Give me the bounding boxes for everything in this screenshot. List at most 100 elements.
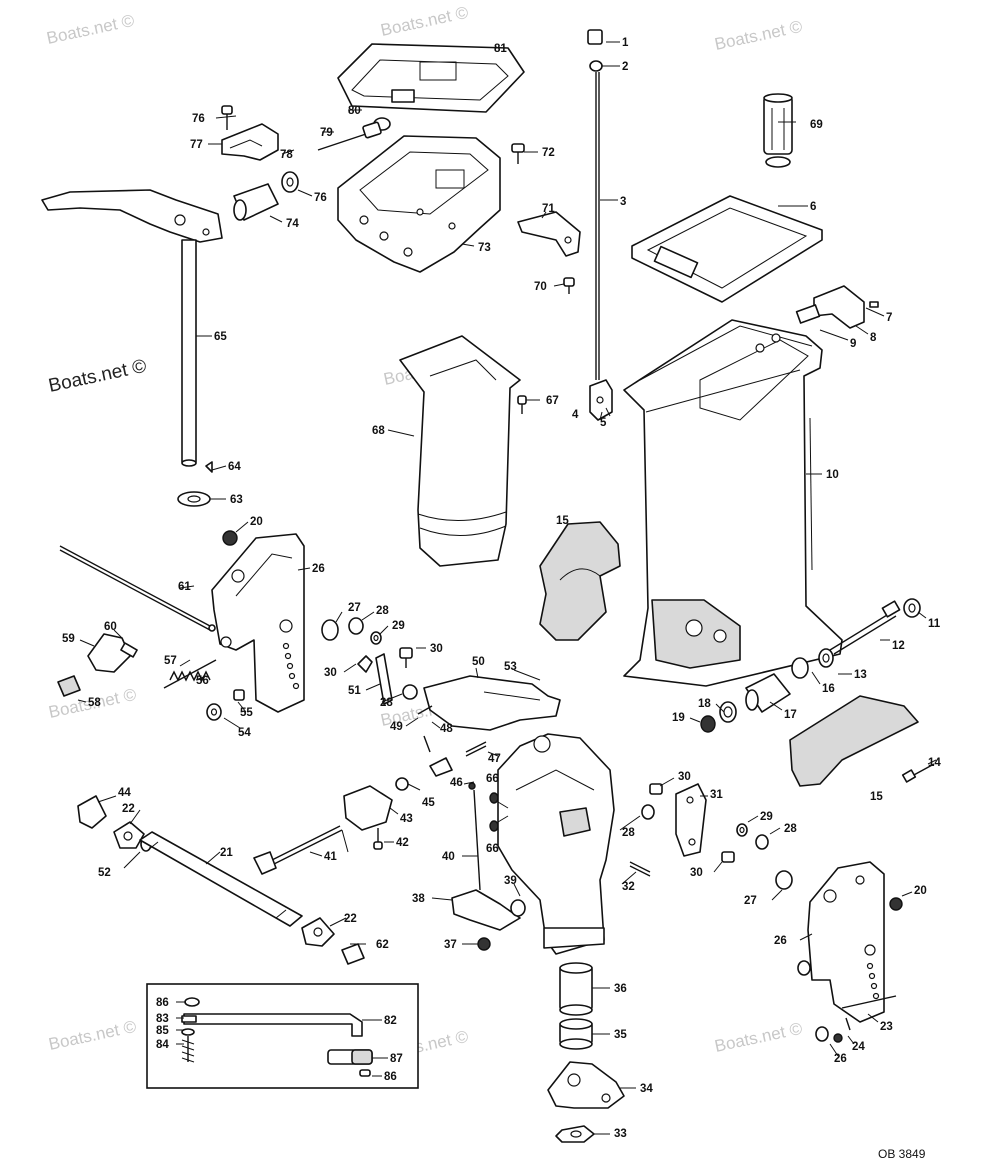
callout-15-lower: 15 bbox=[870, 791, 883, 803]
callout-8: 8 bbox=[870, 332, 877, 344]
callout-38: 38 bbox=[412, 893, 425, 905]
callout-12: 12 bbox=[892, 640, 905, 652]
callout-82: 82 bbox=[384, 1015, 397, 1027]
callout-6: 6 bbox=[810, 201, 816, 213]
callout-35: 35 bbox=[614, 1029, 627, 1041]
callout-66-upper: 66 bbox=[486, 773, 499, 785]
callout-80: 80 bbox=[348, 105, 361, 117]
callout-70: 70 bbox=[534, 281, 547, 293]
callout-4: 4 bbox=[572, 409, 579, 421]
callout-23: 23 bbox=[880, 1021, 893, 1033]
callout-76-upper: 76 bbox=[192, 113, 205, 125]
callout-56: 56 bbox=[196, 675, 209, 687]
callout-22-lower: 22 bbox=[344, 913, 357, 925]
swivel-bracket-assembly bbox=[321, 617, 769, 1143]
watermark-bottom-left: Boats.net © bbox=[47, 1017, 139, 1054]
callout-86-upper: 86 bbox=[156, 997, 169, 1009]
callout-41: 41 bbox=[324, 851, 337, 863]
callout-50: 50 bbox=[472, 656, 485, 668]
callout-27-right: 27 bbox=[744, 895, 757, 907]
callout-68: 68 bbox=[372, 425, 385, 437]
callout-1: 1 bbox=[622, 37, 629, 49]
watermark-top-right: Boats.net © bbox=[713, 17, 805, 54]
callout-32: 32 bbox=[622, 881, 635, 893]
callout-28-center: 28 bbox=[622, 827, 635, 839]
callout-30-lower: 30 bbox=[690, 867, 703, 879]
callout-20-right: 20 bbox=[914, 885, 927, 897]
callout-5: 5 bbox=[600, 417, 607, 429]
clamp-bracket-left-assembly bbox=[57, 530, 305, 721]
callout-28-mid: 28 bbox=[380, 697, 393, 709]
callout-49: 49 bbox=[390, 721, 403, 733]
callout-73: 73 bbox=[478, 242, 491, 254]
callout-65: 65 bbox=[214, 331, 227, 343]
callout-63: 63 bbox=[230, 494, 243, 506]
callout-57: 57 bbox=[164, 655, 177, 667]
tilt-tube-assembly bbox=[77, 795, 365, 965]
callout-64: 64 bbox=[228, 461, 241, 473]
callout-76-lower: 76 bbox=[314, 192, 327, 204]
callout-54: 54 bbox=[238, 727, 251, 739]
callout-34: 34 bbox=[640, 1083, 653, 1095]
callout-24: 24 bbox=[852, 1041, 865, 1053]
callout-14: 14 bbox=[928, 757, 941, 769]
callout-18: 18 bbox=[698, 698, 711, 710]
callout-47: 47 bbox=[488, 753, 501, 765]
callout-55: 55 bbox=[240, 707, 253, 719]
callout-51: 51 bbox=[348, 685, 361, 697]
callout-62: 62 bbox=[376, 939, 389, 951]
callout-29-right: 29 bbox=[760, 811, 773, 823]
callout-37: 37 bbox=[444, 939, 457, 951]
callout-15-upper: 15 bbox=[556, 515, 569, 527]
callout-52: 52 bbox=[98, 867, 111, 879]
exhaust-housing-assembly bbox=[317, 43, 581, 567]
callout-61: 61 bbox=[178, 581, 191, 593]
callout-45: 45 bbox=[422, 797, 435, 809]
callout-48: 48 bbox=[440, 723, 453, 735]
callout-46: 46 bbox=[450, 777, 463, 789]
callout-39: 39 bbox=[504, 875, 517, 887]
callout-72: 72 bbox=[542, 147, 555, 159]
clamp-bracket-right-assembly bbox=[775, 861, 903, 1043]
callout-10: 10 bbox=[826, 469, 839, 481]
callout-30-top: 30 bbox=[430, 643, 443, 655]
callout-43: 43 bbox=[400, 813, 413, 825]
callout-59: 59 bbox=[62, 633, 75, 645]
callout-36: 36 bbox=[614, 983, 627, 995]
callout-42: 42 bbox=[396, 837, 409, 849]
callout-83: 83 bbox=[156, 1013, 169, 1025]
callout-53: 53 bbox=[504, 661, 517, 673]
watermark-bottom-right: Boats.net © bbox=[713, 1019, 805, 1056]
callout-numbers: 1 2 3 4 5 6 7 8 9 10 11 12 13 14 15 15 1… bbox=[62, 37, 941, 1140]
callout-78: 78 bbox=[280, 149, 293, 161]
callout-20-left: 20 bbox=[250, 516, 263, 528]
watermark-top-left: Boats.net © bbox=[45, 11, 137, 48]
midsection-housing-assembly bbox=[539, 93, 935, 787]
callout-29-left: 29 bbox=[392, 620, 405, 632]
callout-13: 13 bbox=[854, 669, 867, 681]
callout-87: 87 bbox=[390, 1053, 403, 1065]
callout-28-right: 28 bbox=[784, 823, 797, 835]
callout-81: 81 bbox=[494, 43, 507, 55]
callout-26-bottom: 26 bbox=[834, 1053, 847, 1065]
callout-26-left: 26 bbox=[312, 563, 325, 575]
leader-lines bbox=[77, 41, 937, 1135]
callout-85: 85 bbox=[156, 1025, 169, 1037]
callout-31: 31 bbox=[710, 789, 723, 801]
callout-86-lower: 86 bbox=[384, 1071, 397, 1083]
callout-19: 19 bbox=[672, 712, 685, 724]
callout-84: 84 bbox=[156, 1039, 169, 1051]
callout-79: 79 bbox=[320, 127, 333, 139]
shift-rod-assembly bbox=[587, 29, 613, 421]
callout-44: 44 bbox=[118, 787, 131, 799]
watermark-top-center: Boats.net © bbox=[379, 3, 471, 40]
callout-30-right: 30 bbox=[678, 771, 691, 783]
callout-30-left: 30 bbox=[324, 667, 337, 679]
steering-handle-assembly bbox=[41, 105, 299, 507]
callout-3: 3 bbox=[620, 196, 626, 208]
callout-40: 40 bbox=[442, 851, 455, 863]
callout-71: 71 bbox=[542, 203, 555, 215]
callout-69: 69 bbox=[810, 119, 823, 131]
callout-2: 2 bbox=[622, 61, 628, 73]
